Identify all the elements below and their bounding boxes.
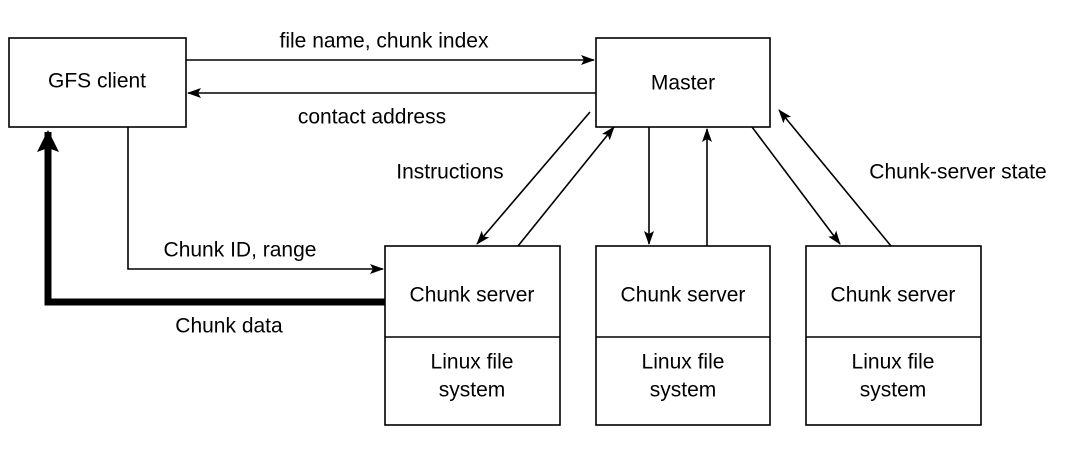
linux-fs-label-line1: Linux file <box>642 351 725 374</box>
chunk-server-node-2: Chunk server Linux file system <box>595 245 771 426</box>
request-label: file name, chunk index <box>280 30 489 53</box>
chunk-request-arrow <box>127 127 384 274</box>
linux-fs-label-line2: system <box>650 379 717 402</box>
linux-fs-label-line2: system <box>860 379 927 402</box>
instruction-arrow-1 <box>476 111 591 245</box>
master-label: Master <box>651 72 715 95</box>
state-arrow-3 <box>778 109 892 247</box>
gfs-client-node: GFS client <box>8 37 187 128</box>
chunk-server-node-3: Chunk server Linux file system <box>805 245 982 426</box>
reply-label: contact address <box>298 106 446 129</box>
chunk-server-label: Chunk server <box>831 284 956 307</box>
gfs-client-label: GFS client <box>48 70 146 93</box>
linux-fs-label-line1: Linux file <box>431 351 514 374</box>
instructions-label: Instructions <box>396 161 503 184</box>
linux-fs-label-line2: system <box>439 379 506 402</box>
instruction-arrow-3 <box>751 126 841 245</box>
chunk-data-arrow <box>37 130 385 306</box>
chunk-request-label: Chunk ID, range <box>164 239 317 262</box>
linux-fs-label-line1: Linux file <box>852 351 935 374</box>
chunk-data-label: Chunk data <box>175 315 283 338</box>
state-label: Chunk-server state <box>869 161 1046 184</box>
master-node: Master <box>595 37 771 128</box>
chunk-server-node-1: Chunk server Linux file system <box>384 245 561 426</box>
chunk-server-label: Chunk server <box>621 284 746 307</box>
state-arrow-1 <box>517 126 615 247</box>
chunk-server-label: Chunk server <box>410 284 535 307</box>
